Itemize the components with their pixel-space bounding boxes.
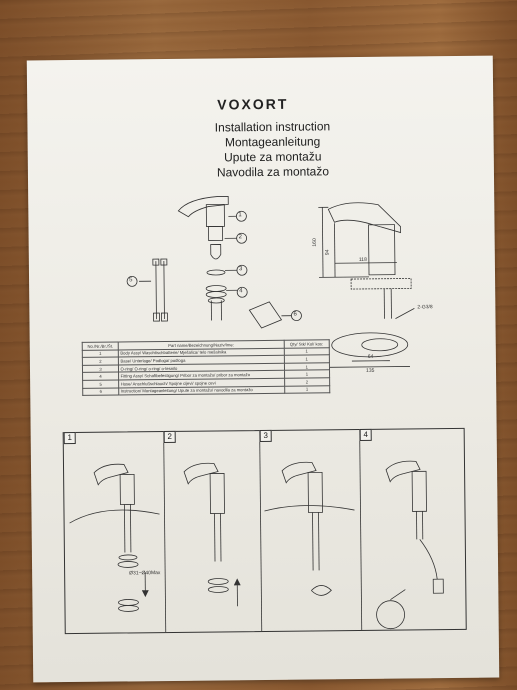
dim-top-length: 135 (365, 367, 375, 374)
exploded-view-drawing (126, 195, 415, 368)
step-2-number: 2 (163, 430, 176, 444)
dim-height-spout: 94 (324, 249, 331, 256)
step-1-number: 1 (63, 431, 76, 445)
dim-height-total: 160 (311, 238, 318, 247)
parts-table: No./Nr./Br./Št. Part name/Bezeichnung/Na… (82, 339, 331, 396)
step-1-note: Ø31~Ø40Max (129, 570, 161, 577)
step-4-number: 4 (359, 428, 372, 441)
callout-5: 5 (129, 277, 133, 284)
instruction-sheet: VOXORT Installation instruction Montagea… (26, 55, 500, 683)
callout-6: 6 (293, 311, 297, 318)
installation-steps: 1 2 3 4 Ø31~Ø40Max (62, 427, 467, 635)
step-3-number: 3 (259, 429, 272, 443)
part-qty: 1 (284, 385, 330, 394)
dim-reach: 118 (358, 256, 367, 263)
callout-4: 4 (239, 288, 243, 295)
callout-2: 2 (238, 234, 242, 241)
dim-top-width: 64 (367, 353, 374, 360)
steps-drawing (69, 429, 444, 633)
dim-thread: 2-G3/8 (417, 304, 433, 311)
part-no: 6 (82, 387, 119, 396)
part-name: Instruction/ Montageanleitung/ Upute za … (118, 385, 285, 396)
callout-1: 1 (238, 212, 242, 219)
callout-3: 3 (238, 266, 243, 273)
